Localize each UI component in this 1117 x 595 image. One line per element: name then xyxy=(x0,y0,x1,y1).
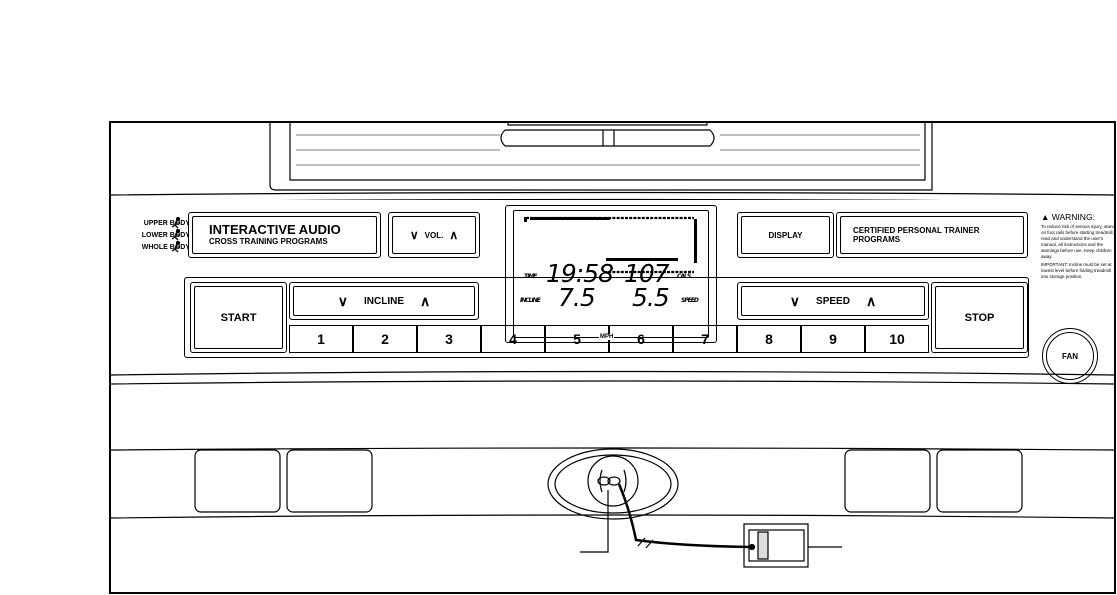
whole-body-label: WHOLE BODY xyxy=(141,244,190,251)
important-text: IMPORTANT: Incline must be set at lowest… xyxy=(1041,262,1112,279)
volume-button[interactable]: ∨ VOL. ∧ xyxy=(388,212,480,258)
program-labels: UPPER BODY LOWER BODY WHOLE BODY xyxy=(112,218,190,254)
lcd-progress-bars xyxy=(524,216,697,274)
speed-key-1[interactable]: 1 xyxy=(289,325,353,353)
speed-key-2[interactable]: 2 xyxy=(353,325,417,353)
lcd-calories-label: CALS. xyxy=(677,273,693,280)
interactive-audio-button[interactable]: INTERACTIVE AUDIO CROSS TRAINING PROGRAM… xyxy=(188,212,381,258)
control-bezel xyxy=(184,277,1029,358)
speed-key-4[interactable]: 4 xyxy=(481,325,545,353)
runner-icon xyxy=(171,216,181,253)
console-lower-outline xyxy=(110,370,1115,568)
display-label: DISPLAY xyxy=(768,230,803,240)
warning-text: To reduce risk of serious injury, stand … xyxy=(1041,224,1115,259)
warning-label: ▲ WARNING: To reduce risk of serious inj… xyxy=(1041,212,1115,280)
lcd-time-value: 19:58 xyxy=(546,259,614,288)
speed-label: SPEED xyxy=(816,295,850,307)
trainer-line2: PROGRAMS xyxy=(853,235,901,244)
speed-down-icon[interactable]: ∨ xyxy=(789,292,801,309)
console-frame xyxy=(109,121,1116,594)
warning-triangle-icon: ▲ xyxy=(1041,212,1050,222)
lcd-time-label: TIME xyxy=(524,273,537,280)
warning-title: ▲ WARNING: xyxy=(1041,212,1095,222)
speed-key-6[interactable]: 6 xyxy=(609,325,673,353)
lcd-speed-value: 5.5 xyxy=(632,283,670,312)
display-button[interactable]: DISPLAY xyxy=(737,212,834,258)
speed-up-icon[interactable]: ∧ xyxy=(865,292,877,309)
stop-label: STOP xyxy=(964,311,995,324)
incline-button[interactable]: ∨ INCLINE ∧ xyxy=(289,282,479,320)
audio-subtitle: CROSS TRAINING PROGRAMS xyxy=(209,237,328,246)
console-top-outline xyxy=(110,121,1115,200)
speed-key-8[interactable]: 8 xyxy=(737,325,801,353)
speed-key-10[interactable]: 10 xyxy=(865,325,929,353)
start-label: START xyxy=(220,311,257,324)
lcd-incline-label: INCLINE xyxy=(520,297,541,304)
audio-title: INTERACTIVE AUDIO xyxy=(209,222,341,237)
upper-body-label: UPPER BODY xyxy=(143,220,190,227)
incline-down-icon[interactable]: ∨ xyxy=(337,292,348,309)
speed-button[interactable]: ∨ SPEED ∧ xyxy=(737,282,929,320)
speed-key-9[interactable]: 9 xyxy=(801,325,865,353)
lcd-bezel xyxy=(505,205,717,343)
lower-body-label: LOWER BODY xyxy=(141,232,190,239)
speed-key-3[interactable]: 3 xyxy=(417,325,481,353)
volume-down-icon[interactable]: ∨ xyxy=(409,228,419,242)
fan-button[interactable]: FAN xyxy=(1046,332,1094,380)
lcd-speed-label: SPEED xyxy=(681,297,699,304)
fan-label: FAN xyxy=(1062,351,1078,361)
trainer-line1: CERTIFIED PERSONAL TRAINER xyxy=(853,226,980,235)
mph-label: MPH xyxy=(599,334,615,340)
start-button[interactable]: START xyxy=(190,282,287,353)
lcd-calories-value: 107 xyxy=(624,259,670,288)
volume-label: VOL. xyxy=(424,230,444,240)
stop-button[interactable]: STOP xyxy=(931,282,1028,353)
incline-label: INCLINE xyxy=(364,295,404,307)
incline-up-icon[interactable]: ∧ xyxy=(420,292,431,309)
personal-trainer-button[interactable]: CERTIFIED PERSONAL TRAINER PROGRAMS xyxy=(836,212,1028,258)
speed-key-7[interactable]: 7 xyxy=(673,325,737,353)
volume-up-icon[interactable]: ∧ xyxy=(449,228,459,242)
lcd-incline-value: 7.5 xyxy=(558,283,596,312)
